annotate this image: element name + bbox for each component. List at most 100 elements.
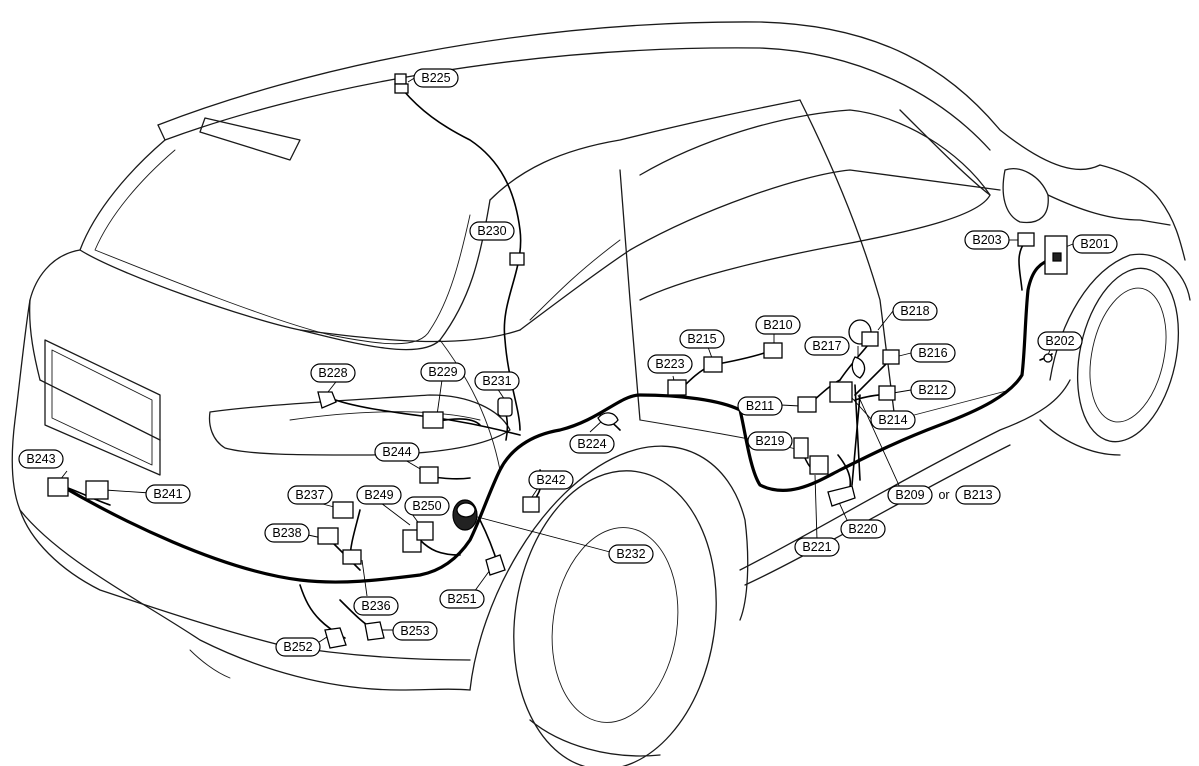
connector-b216-body xyxy=(882,349,900,365)
connector-label-b250: B250 xyxy=(404,496,450,516)
svg-text:B244: B244 xyxy=(382,445,411,459)
svg-text:B210: B210 xyxy=(763,318,792,332)
svg-text:B209: B209 xyxy=(895,488,924,502)
connector-label-b249: B249 xyxy=(356,485,402,505)
svg-text:B241: B241 xyxy=(153,487,182,501)
connector-label-b210: B210 xyxy=(755,315,801,335)
connector-b214-body xyxy=(829,381,853,403)
svg-text:B224: B224 xyxy=(577,437,606,451)
connector-label-b216: B216 xyxy=(910,343,956,363)
connector-label-b228: B228 xyxy=(310,363,356,383)
connector-labels: B225 B230 B203 B201 B218 B210 B215 B217 xyxy=(18,68,1118,657)
svg-text:B225: B225 xyxy=(421,71,450,85)
connector-label-b215: B215 xyxy=(679,329,725,349)
connector-b230-body xyxy=(509,252,525,266)
connector-label-b242: B242 xyxy=(528,470,574,490)
or-text: or xyxy=(938,488,949,502)
svg-text:B242: B242 xyxy=(536,473,565,487)
connector-label-b230: B230 xyxy=(469,221,515,241)
svg-text:B221: B221 xyxy=(802,540,831,554)
connector-b225-body-lower xyxy=(394,83,409,94)
connector-b229-body xyxy=(422,411,444,429)
connector-b243-body xyxy=(47,477,69,497)
svg-text:B212: B212 xyxy=(918,383,947,397)
connector-b203-body xyxy=(1017,232,1035,247)
connector-b215-body xyxy=(703,356,723,373)
connector-b212-body xyxy=(878,385,896,401)
svg-text:B202: B202 xyxy=(1045,334,1074,348)
connector-label-b229: B229 xyxy=(420,362,466,382)
connector-label-b224: B224 xyxy=(569,434,615,454)
svg-text:B229: B229 xyxy=(428,365,457,379)
connector-b252-body xyxy=(324,627,347,649)
svg-text:B230: B230 xyxy=(477,224,506,238)
connector-label-b209: B209 xyxy=(887,485,933,505)
svg-text:B232: B232 xyxy=(616,547,645,561)
svg-text:B214: B214 xyxy=(878,413,907,427)
connector-b219-body xyxy=(793,437,809,459)
connector-b244-body xyxy=(419,466,439,484)
svg-text:B237: B237 xyxy=(295,488,324,502)
connector-label-b236: B236 xyxy=(353,596,399,616)
connector-b231-body xyxy=(497,397,513,417)
connector-label-b219: B219 xyxy=(747,431,793,451)
connector-b242-body xyxy=(522,496,540,513)
svg-text:B249: B249 xyxy=(364,488,393,502)
connector-label-b220: B220 xyxy=(840,519,886,539)
svg-text:B253: B253 xyxy=(400,624,429,638)
svg-text:B219: B219 xyxy=(755,434,784,448)
svg-text:B218: B218 xyxy=(900,304,929,318)
connector-label-b214: B214 xyxy=(870,410,916,430)
svg-text:B215: B215 xyxy=(687,332,716,346)
connector-label-b201: B201 xyxy=(1072,234,1118,254)
svg-text:B238: B238 xyxy=(272,526,301,540)
connector-label-b252: B252 xyxy=(275,637,321,657)
vehicle-body-outline xyxy=(11,21,1191,766)
svg-text:B252: B252 xyxy=(283,640,312,654)
connector-b251-body xyxy=(485,554,506,576)
connector-b236-body xyxy=(342,549,362,565)
connector-b202-body xyxy=(1043,353,1053,363)
connector-b210-body xyxy=(763,342,783,359)
connector-label-b241: B241 xyxy=(145,484,191,504)
connector-b221-body xyxy=(809,455,829,475)
connector-b217-body xyxy=(851,356,866,379)
connector-label-b244: B244 xyxy=(374,442,420,462)
connector-b201-socket xyxy=(1052,252,1062,262)
connector-b224-body xyxy=(597,412,619,426)
connector-b223-body xyxy=(667,379,687,396)
connector-label-b237: B237 xyxy=(287,485,333,505)
svg-text:B216: B216 xyxy=(918,346,947,360)
svg-text:B217: B217 xyxy=(812,339,841,353)
connector-label-b221: B221 xyxy=(794,537,840,557)
svg-text:B211: B211 xyxy=(746,399,774,413)
svg-text:B250: B250 xyxy=(412,499,441,513)
connector-b228-body xyxy=(317,391,337,409)
svg-text:B220: B220 xyxy=(848,522,877,536)
svg-text:B228: B228 xyxy=(318,366,347,380)
connector-b232-cap xyxy=(456,502,476,518)
connector-label-b202: B202 xyxy=(1037,331,1083,351)
svg-text:B231: B231 xyxy=(482,374,511,388)
connector-b253-body xyxy=(364,621,385,641)
connector-label-b218: B218 xyxy=(892,301,938,321)
connector-label-b213: B213 xyxy=(955,485,1001,505)
svg-text:B201: B201 xyxy=(1080,237,1109,251)
svg-text:B213: B213 xyxy=(963,488,992,502)
connector-label-b217: B217 xyxy=(804,336,850,356)
svg-text:B223: B223 xyxy=(655,357,684,371)
connector-label-b203: B203 xyxy=(964,230,1010,250)
connector-b241-body xyxy=(85,480,109,500)
connector-b220-body xyxy=(827,485,856,507)
connector-b211-body xyxy=(797,396,817,413)
connector-b238-body xyxy=(317,527,339,545)
connector-label-b251: B251 xyxy=(439,589,485,609)
connector-label-b232: B232 xyxy=(608,544,654,564)
svg-text:B236: B236 xyxy=(361,599,390,613)
svg-text:B203: B203 xyxy=(972,233,1001,247)
connector-b250-body xyxy=(416,521,434,541)
connector-b225-body xyxy=(394,73,407,85)
connector-label-b212: B212 xyxy=(910,380,956,400)
